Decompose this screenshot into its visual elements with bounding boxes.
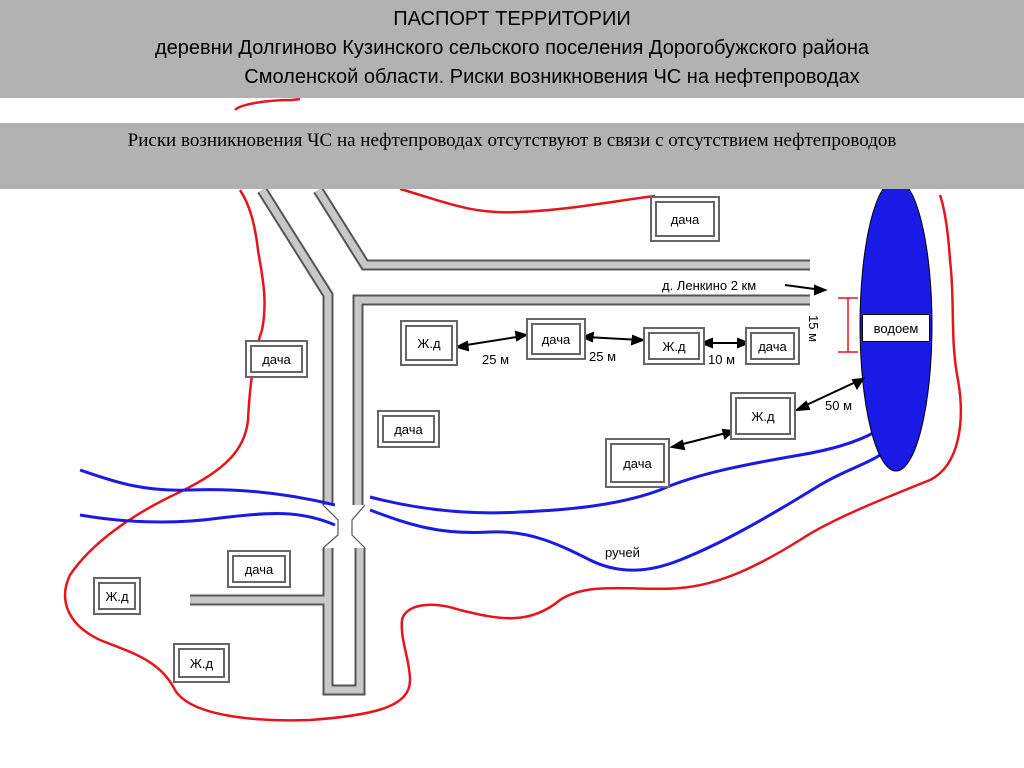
building-label: дача — [232, 555, 286, 583]
lenkino-distance-label: д. Ленкино 2 км — [662, 278, 757, 293]
building-house: Ж.д — [173, 643, 230, 683]
building-label: дача — [250, 345, 303, 373]
building-label: Ж.д — [178, 648, 225, 678]
building-label: Ж.д — [735, 397, 791, 435]
distance-label-25m: 25 м — [589, 349, 617, 364]
building-label: Ж.д — [405, 325, 453, 361]
distance-label-10m: 10 м — [708, 352, 736, 367]
building-dacha: дача — [745, 327, 800, 365]
distance-arrows — [454, 284, 866, 451]
building-label: дача — [610, 443, 665, 483]
building-label: дача — [750, 332, 795, 360]
building-dacha: дача — [245, 340, 308, 378]
pond-label: водоем — [862, 314, 930, 342]
risk-statement-banner: Риски возникновения ЧС на нефтепроводах … — [0, 123, 1024, 189]
building-house: Ж.д — [93, 577, 141, 615]
building-label: дача — [382, 415, 435, 443]
building-dacha: дача — [227, 550, 291, 588]
building-house: Ж.д — [400, 320, 458, 366]
title-line-3: Смоленской области. Риски возникновения … — [244, 66, 860, 88]
distance-label-25m: 25 м — [482, 352, 510, 367]
title-line-1: ПАСПОРТ ТЕРРИТОРИИ — [393, 8, 631, 30]
building-label: Ж.д — [648, 332, 700, 360]
title-header: ПАСПОРТ ТЕРРИТОРИИ деревни Долгиново Куз… — [0, 0, 1024, 98]
building-label: дача — [531, 323, 581, 355]
settlement-boundary — [63, 97, 963, 722]
building-house: Ж.д — [643, 327, 705, 365]
pond-width-marker — [838, 297, 858, 353]
building-dacha: дача — [605, 438, 670, 488]
building-label: дача — [655, 201, 715, 237]
title-line-2: деревни Долгиново Кузинского сельского п… — [154, 37, 869, 59]
pond-label-text: водоем — [863, 315, 929, 341]
stream-label: ручей — [605, 545, 640, 560]
building-dacha: дача — [526, 318, 586, 360]
building-label: Ж.д — [98, 582, 136, 610]
roads — [190, 187, 810, 696]
stream — [79, 430, 881, 572]
building-dacha: дача — [650, 196, 720, 242]
building-dacha: дача — [377, 410, 440, 448]
distance-label-15m: 15 м — [806, 315, 821, 343]
distance-label-50m: 50 м — [825, 398, 853, 413]
building-house: Ж.д — [730, 392, 796, 440]
